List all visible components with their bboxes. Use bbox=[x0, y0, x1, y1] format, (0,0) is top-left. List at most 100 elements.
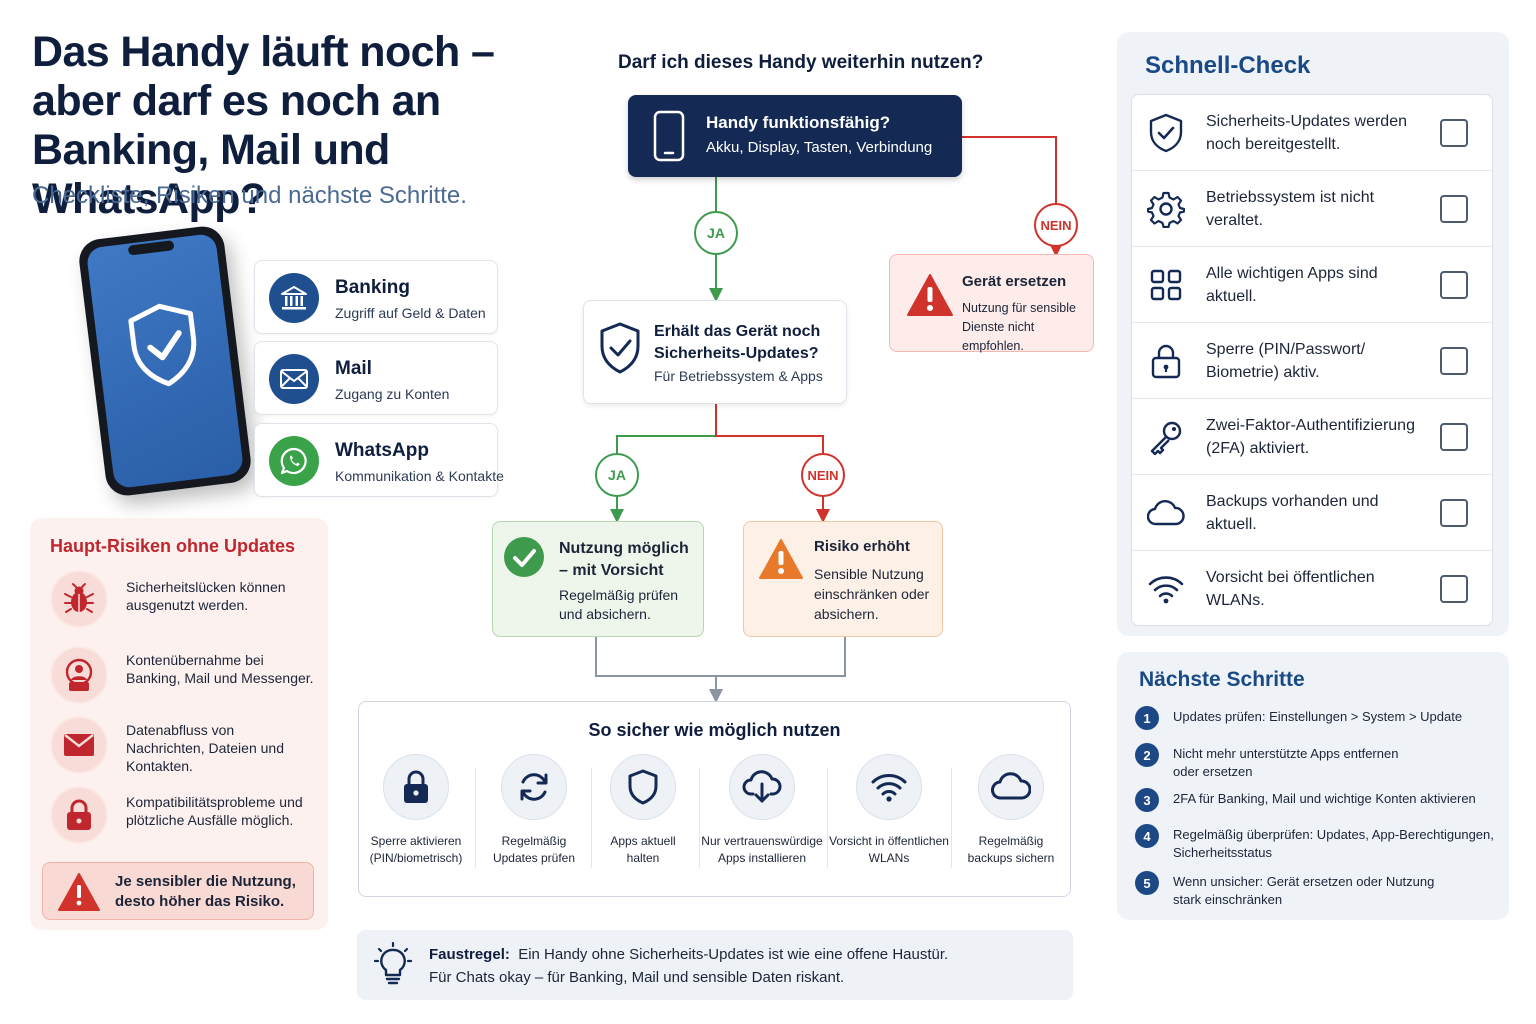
shield-check-icon bbox=[128, 303, 197, 387]
checklist-item: Sperre (PIN/Passwort/ Biometrie) aktiv. bbox=[1132, 323, 1492, 399]
lock-icon bbox=[50, 786, 108, 844]
service-name: WhatsApp bbox=[335, 440, 429, 461]
tip-label: Regelmäßig Updates prüfen bbox=[492, 834, 576, 865]
tip-divider bbox=[699, 768, 700, 868]
rule-label: Faustregel: bbox=[429, 946, 510, 963]
service-card-banking: Banking Zugriff auf Geld & Daten bbox=[254, 260, 498, 334]
risk-text: Kompatibilitätsprobleme und plötzliche A… bbox=[126, 794, 303, 828]
shield-icon bbox=[610, 754, 676, 820]
checkbox[interactable] bbox=[1440, 423, 1468, 451]
checkbox[interactable] bbox=[1440, 575, 1468, 603]
checkbox[interactable] bbox=[1440, 195, 1468, 223]
risks-panel: Haupt-Risiken ohne Updates Sicherheitslü… bbox=[30, 518, 328, 930]
flow-badge-yes: JA bbox=[595, 453, 639, 497]
rule-text: Ein Handy ohne Sicherheits-Updates ist w… bbox=[518, 946, 949, 963]
lightbulb-icon bbox=[373, 942, 413, 985]
risk-warning-text: Je sensibler die Nutzung, desto höher da… bbox=[115, 873, 296, 910]
step-text: Wenn unsicher: Gerät ersetzen oder Nutzu… bbox=[1173, 874, 1435, 907]
flow-node-title: Handy funktionsfähig? bbox=[706, 113, 891, 132]
flow-badge-no: NEIN bbox=[1034, 203, 1078, 247]
wifi-icon bbox=[1146, 569, 1186, 609]
quick-check-panel: Schnell-Check Sicherheits-Updates werden… bbox=[1117, 32, 1509, 636]
flow-node-sub: Für Betriebssystem & Apps bbox=[654, 368, 823, 384]
checkbox[interactable] bbox=[1440, 499, 1468, 527]
shield-check-icon bbox=[1146, 113, 1186, 153]
service-name: Banking bbox=[335, 277, 410, 298]
checklist-text: Vorsicht bei öffentlichen WLANs. bbox=[1206, 569, 1375, 609]
tip-divider bbox=[951, 768, 952, 868]
bug-icon bbox=[50, 570, 108, 628]
safe-use-title: So sicher wie möglich nutzen bbox=[588, 720, 841, 740]
wifi-icon bbox=[856, 754, 922, 820]
cloud-download-icon bbox=[729, 754, 795, 820]
tip-item: Sperre aktivieren (PIN/biometrisch) bbox=[363, 754, 469, 867]
safe-use-box: So sicher wie möglich nutzen Sperre akti… bbox=[358, 701, 1071, 897]
checklist-text: Alle wichtigen Apps sind aktuell. bbox=[1206, 265, 1378, 305]
flow-node-title: Nutzung möglich – mit Vorsicht bbox=[559, 540, 689, 579]
step-number: 3 bbox=[1135, 788, 1159, 812]
tip-item: Regelmäßig Updates prüfen bbox=[481, 754, 587, 867]
flow-node-updates: Erhält das Gerät noch Sicherheits-Update… bbox=[583, 300, 847, 404]
flow-badge-no: NEIN bbox=[801, 453, 845, 497]
rule-line-1: Faustregel: Ein Handy ohne Sicherheits-U… bbox=[429, 946, 948, 963]
checklist-text: Sperre (PIN/Passwort/ Biometrie) aktiv. bbox=[1206, 341, 1366, 381]
risk-text: Sicherheitslücken können ausgenutzt werd… bbox=[126, 579, 286, 613]
tip-divider bbox=[475, 768, 476, 868]
flow-badge-yes: JA bbox=[694, 211, 738, 255]
service-desc: Kommunikation & Kontakte bbox=[335, 468, 504, 484]
checklist-text: Betriebssystem ist nicht veraltet. bbox=[1206, 189, 1375, 229]
whatsapp-icon bbox=[269, 436, 319, 486]
rule-line-2: Für Chats okay – für Banking, Mail und s… bbox=[429, 969, 845, 986]
step-number: 5 bbox=[1135, 871, 1159, 895]
gear-icon bbox=[1146, 189, 1186, 229]
next-steps-panel: Nächste Schritte 1 Updates prüfen: Einst… bbox=[1117, 652, 1509, 920]
checklist-item: Zwei-Faktor-Authentifizierung (2FA) akti… bbox=[1132, 399, 1492, 475]
step-text: Regelmäßig überprüfen: Updates, App-Bere… bbox=[1173, 827, 1494, 860]
flow-node-title: Erhält das Gerät noch Sicherheits-Update… bbox=[654, 323, 821, 362]
page-subtitle: Checkliste, Risiken und nächste Schritte… bbox=[32, 182, 467, 209]
check-circle-icon bbox=[504, 537, 544, 577]
envelope-icon bbox=[50, 716, 108, 774]
flow-node-title: Gerät ersetzen bbox=[962, 273, 1067, 290]
warning-icon bbox=[759, 539, 803, 579]
service-desc: Zugang zu Konten bbox=[335, 386, 450, 402]
checklist-item: Sicherheits-Updates werden noch bereitge… bbox=[1132, 95, 1492, 171]
checkbox[interactable] bbox=[1440, 347, 1468, 375]
flow-node-title: Risiko erhöht bbox=[814, 538, 910, 555]
flow-node-replace: Gerät ersetzen Nutzung für sensible Dien… bbox=[889, 254, 1094, 353]
cloud-icon bbox=[978, 754, 1044, 820]
checklist-item: Betriebssystem ist nicht veraltet. bbox=[1132, 171, 1492, 247]
padlock-icon bbox=[383, 754, 449, 820]
mail-icon bbox=[269, 354, 319, 404]
checklist-item: Backups vorhanden und aktuell. bbox=[1132, 475, 1492, 551]
next-steps-title: Nächste Schritte bbox=[1139, 668, 1305, 691]
risk-text: Datenabfluss von Nachrichten, Dateien un… bbox=[126, 722, 284, 774]
step-text: 2FA für Banking, Mail und wichtige Konte… bbox=[1173, 791, 1476, 806]
page-title: Das Handy läuft noch – aber darf es noch… bbox=[32, 28, 495, 223]
rule-of-thumb-bar: Faustregel: Ein Handy ohne Sicherheits-U… bbox=[357, 930, 1073, 1000]
phone-screen bbox=[85, 232, 245, 490]
user-lock-icon bbox=[50, 646, 108, 704]
flow-node-risk: Risiko erhöht Sensible Nutzung einschrän… bbox=[743, 521, 943, 637]
service-name: Mail bbox=[335, 358, 372, 379]
risk-warning-box: Je sensibler die Nutzung, desto höher da… bbox=[42, 862, 314, 920]
flow-node-sub: Regelmäßig prüfen und absichern. bbox=[559, 587, 679, 622]
shield-check-icon bbox=[600, 322, 640, 374]
flow-node-sub: Sensible Nutzung einschränken oder absic… bbox=[814, 566, 930, 622]
checkbox[interactable] bbox=[1440, 119, 1468, 147]
service-card-whatsapp: WhatsApp Kommunikation & Kontakte bbox=[254, 423, 504, 497]
tip-divider bbox=[827, 768, 828, 868]
cloud-icon bbox=[1146, 493, 1186, 533]
checklist-text: Zwei-Faktor-Authentifizierung (2FA) akti… bbox=[1206, 417, 1415, 457]
step-text: Nicht mehr unterstützte Apps entfernen o… bbox=[1173, 746, 1399, 779]
tip-label: Vorsicht in öffentlichen WLANs bbox=[829, 834, 949, 865]
flow-node-ok: Nutzung möglich – mit Vorsicht Regelmäßi… bbox=[492, 521, 704, 637]
checklist-item: Vorsicht bei öffentlichen WLANs. bbox=[1132, 551, 1492, 627]
tip-item: Vorsicht in öffentlichen WLANs bbox=[829, 754, 949, 867]
warning-icon bbox=[58, 873, 100, 911]
phone-illustration bbox=[76, 224, 254, 498]
checkbox[interactable] bbox=[1440, 271, 1468, 299]
tip-label: Apps aktuell halten bbox=[610, 834, 676, 865]
flow-node-sub: Akku, Display, Tasten, Verbindung bbox=[706, 139, 933, 156]
refresh-icon bbox=[501, 754, 567, 820]
